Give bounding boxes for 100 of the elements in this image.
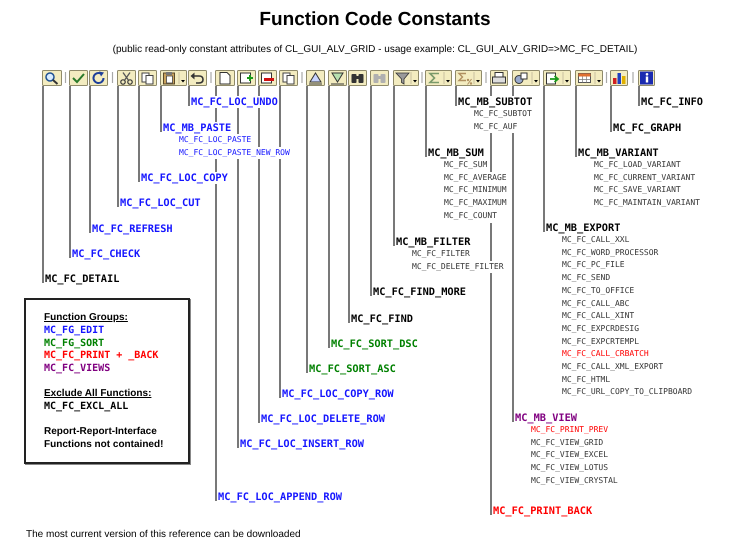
scissors-icon <box>117 70 136 86</box>
function-code: MC_MB_VARIANT <box>578 147 659 159</box>
leader-line <box>328 86 330 348</box>
function-code: MC_MB_EXPORT <box>546 222 620 234</box>
menu-function-code: MC_FC_MINIMUM <box>444 184 507 198</box>
page-plus-icon <box>237 70 256 86</box>
leader-line <box>425 86 427 157</box>
function-code: MC_FC_FIND <box>351 313 413 325</box>
info-icon <box>638 70 655 86</box>
function-code: MC_FC_GRAPH <box>613 122 682 134</box>
refresh-icon <box>89 70 108 86</box>
function-code: MC_FC_FIND_MORE <box>373 286 466 298</box>
binoculars-icon <box>348 70 367 86</box>
sort-descending-icon <box>328 70 347 86</box>
magnifier-icon <box>42 70 62 86</box>
sigma-icon <box>425 70 452 86</box>
menu-function-code: MC_FC_LOC_PASTE_NEW_ROW <box>179 146 290 160</box>
funnel-icon <box>393 70 419 86</box>
function-code: MC_FC_REFRESH <box>92 223 173 235</box>
menu-function-code: MC_FC_TO_OFFICE <box>562 284 634 298</box>
leader-line <box>512 86 514 422</box>
leader-line <box>117 86 119 207</box>
menu-function-code: MC_FC_SUBTOT <box>474 108 532 121</box>
leader-line <box>543 86 545 232</box>
leader-line <box>89 86 91 233</box>
menu-function-code: MC_FC_EXPCRDESIG <box>562 322 640 336</box>
sort-ascending-icon <box>306 70 325 86</box>
export-icon <box>543 70 571 86</box>
menu-function-code: MC_FC_EXPCRTEMPL <box>562 336 640 348</box>
legend-entry: MC_FG_EDIT <box>44 325 104 337</box>
leader-line <box>610 86 612 132</box>
function-code: MC_FC_LOC_INSERT_ROW <box>240 438 364 450</box>
menu-function-code: MC_FC_DELETE_FILTER <box>412 260 504 274</box>
leader-line <box>393 86 395 246</box>
function-code: MC_FC_LOC_COPY_ROW <box>282 388 394 400</box>
function-code: MC_FC_INFO <box>641 96 703 108</box>
leader-line <box>42 86 44 283</box>
leader-line <box>370 86 372 296</box>
legend-entry: MC_FG_SORT <box>44 338 104 350</box>
leader-line <box>638 86 640 106</box>
function-code: MC_MB_SUM <box>428 147 484 159</box>
legend-heading: Function Groups: <box>44 312 128 324</box>
menu-function-code: MC_FC_HTML <box>562 374 610 386</box>
function-code: MC_FC_LOC_CUT <box>120 197 201 209</box>
leader-line <box>575 86 577 157</box>
menu-function-code: MC_FC_AVERAGE <box>444 172 507 184</box>
leader-line <box>237 86 239 448</box>
menu-function-code: MC_FC_PRINT_PREV <box>531 424 608 437</box>
function-code: MC_FC_LOC_COPY <box>141 172 228 184</box>
table-icon <box>575 70 603 86</box>
function-code: MC_MB_VIEW <box>515 412 577 424</box>
function-code: MC_FC_SORT_ASC <box>309 363 396 375</box>
function-code: MC_FC_LOC_UNDO <box>191 96 278 108</box>
menu-function-code: MC_FC_CALL_XML_EXPORT <box>562 361 664 374</box>
tick-icon <box>69 70 88 86</box>
legend-entry: MC_FC_PRINT + _BACK <box>44 350 158 362</box>
menu-function-code: MC_FC_CURRENT_VARIANT <box>594 172 696 184</box>
copy-icon <box>138 70 157 86</box>
leader-line <box>306 86 308 373</box>
menu-function-code: MC_FC_VIEW_GRID <box>531 436 604 450</box>
function-code: MC_FC_SORT_DSC <box>331 338 418 350</box>
leader-line <box>160 86 162 132</box>
function-code: MC_MB_FILTER <box>396 236 470 248</box>
title: Function Code Constants <box>259 9 491 31</box>
menu-function-code: MC_FC_LOAD_VARIANT <box>594 159 681 172</box>
menu-function-code: MC_FC_FILTER <box>412 248 470 261</box>
bar-chart-icon <box>610 70 628 86</box>
leader-line <box>455 86 457 106</box>
menu-function-code: MC_FC_COUNT <box>444 210 497 223</box>
legend-entry: MC_FC_VIEWS <box>44 363 110 375</box>
leader-line <box>279 86 281 398</box>
menu-function-code: MC_FC_WORD_PROCESSOR <box>562 246 658 260</box>
function-code: MC_MB_SUBTOT <box>458 96 532 108</box>
menu-function-code: MC_FC_SEND <box>562 272 610 285</box>
menu-function-code: MC_FC_VIEW_CRYSTAL <box>531 474 618 488</box>
leader-line <box>138 86 140 182</box>
function-code: MC_FC_PRINT_BACK <box>493 505 592 517</box>
function-code: MC_FC_CHECK <box>72 248 140 260</box>
shapes-icon <box>512 70 540 86</box>
menu-function-code: MC_FC_VIEW_LOTUS <box>531 462 608 475</box>
copy-icon <box>279 70 298 86</box>
menu-function-code: MC_FC_CALL_ABC <box>562 298 630 310</box>
leader-line <box>188 86 190 106</box>
menu-function-code: MC_FC_CALL_XXL <box>562 234 630 247</box>
function-code: MC_FC_LOC_APPEND_ROW <box>218 491 342 503</box>
menu-function-code: MC_FC_LOC_PASTE <box>179 134 252 147</box>
note: Report-Report-Interface Functions not contained! <box>44 426 164 451</box>
menu-function-code: MC_FC_MAINTAIN_VARIANT <box>594 197 700 210</box>
sigma-percent-icon <box>455 70 482 86</box>
leader-line <box>258 86 260 423</box>
function-code: MC_FC_DETAIL <box>45 273 120 285</box>
menu-function-code: MC_FC_SUM <box>444 159 488 172</box>
binoculars-icon <box>370 70 389 86</box>
footer-note: The most current version of this reference can be downloaded <box>26 529 301 541</box>
legend-heading: Exclude All Functions: <box>44 388 152 400</box>
legend-text: MC_FC_EXCL_ALL <box>44 401 128 413</box>
undo-icon <box>188 70 207 86</box>
function-code: MC_FC_LOC_DELETE_ROW <box>261 413 385 425</box>
page-minus-icon <box>258 70 277 86</box>
subtitle: (public read-only constant attributes of CL_GUI_ALV_GRID - usage example: CL_GUI_ALV_GRID=>MC_FC_DETAIL) <box>112 44 638 56</box>
